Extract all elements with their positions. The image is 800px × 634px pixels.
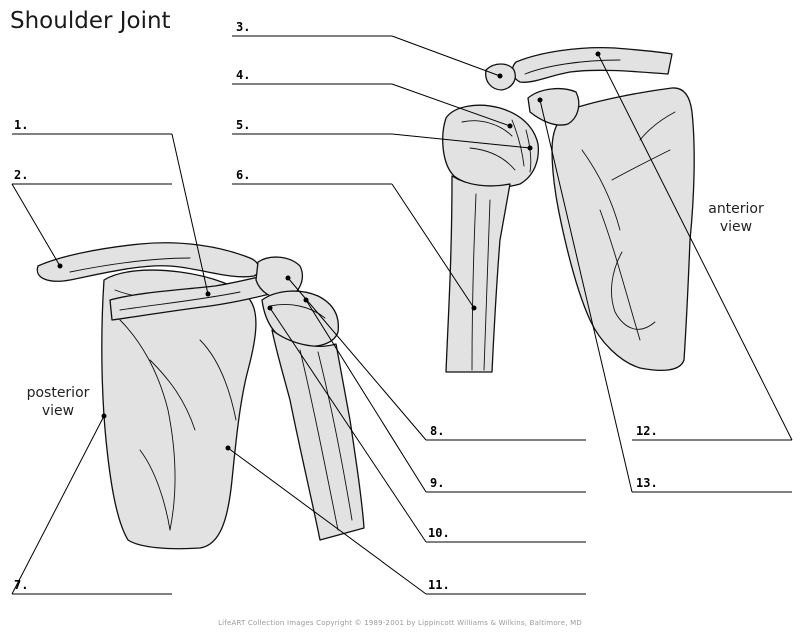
anterior-humerus-head xyxy=(442,104,540,188)
label-13: 13. xyxy=(636,476,658,490)
posterior-label-line-2: view xyxy=(41,403,75,419)
anterior-label-line-1: anterior xyxy=(708,201,764,217)
label-4: 4. xyxy=(236,68,251,82)
anterior-clavicle xyxy=(511,46,673,83)
anterior-view-illustration xyxy=(442,46,695,373)
copyright-notice: LifeART Collection Images Copyright © 19… xyxy=(218,619,582,627)
anterior-label-line-2: view xyxy=(719,219,753,235)
label-3: 3. xyxy=(236,20,251,34)
posterior-humerus-shaft xyxy=(271,329,365,541)
posterior-acromion xyxy=(255,256,303,299)
posterior-label-line-1: posterior xyxy=(26,385,90,401)
label-2: 2. xyxy=(14,168,29,182)
label-7: 7. xyxy=(14,578,29,592)
anterior-view-label: anterior view xyxy=(696,200,776,236)
posterior-scapula xyxy=(101,269,257,550)
label-5: 5. xyxy=(236,118,251,132)
anterior-acromion xyxy=(527,87,580,126)
anterior-scapula xyxy=(551,87,695,372)
posterior-view-label: posterior view xyxy=(18,384,98,420)
label-9: 9. xyxy=(430,476,445,490)
label-lines xyxy=(12,35,792,595)
posterior-view-illustration xyxy=(36,242,365,550)
label-12: 12. xyxy=(636,424,658,438)
label-6: 6. xyxy=(236,168,251,182)
page-title: Shoulder Joint xyxy=(10,8,171,34)
label-10: 10. xyxy=(428,526,450,540)
label-11: 11. xyxy=(428,578,450,592)
label-1: 1. xyxy=(14,118,29,132)
posterior-clavicle xyxy=(36,242,260,282)
leader-lines xyxy=(11,35,793,595)
label-8: 8. xyxy=(430,424,445,438)
anterior-humerus-shaft xyxy=(445,175,511,373)
